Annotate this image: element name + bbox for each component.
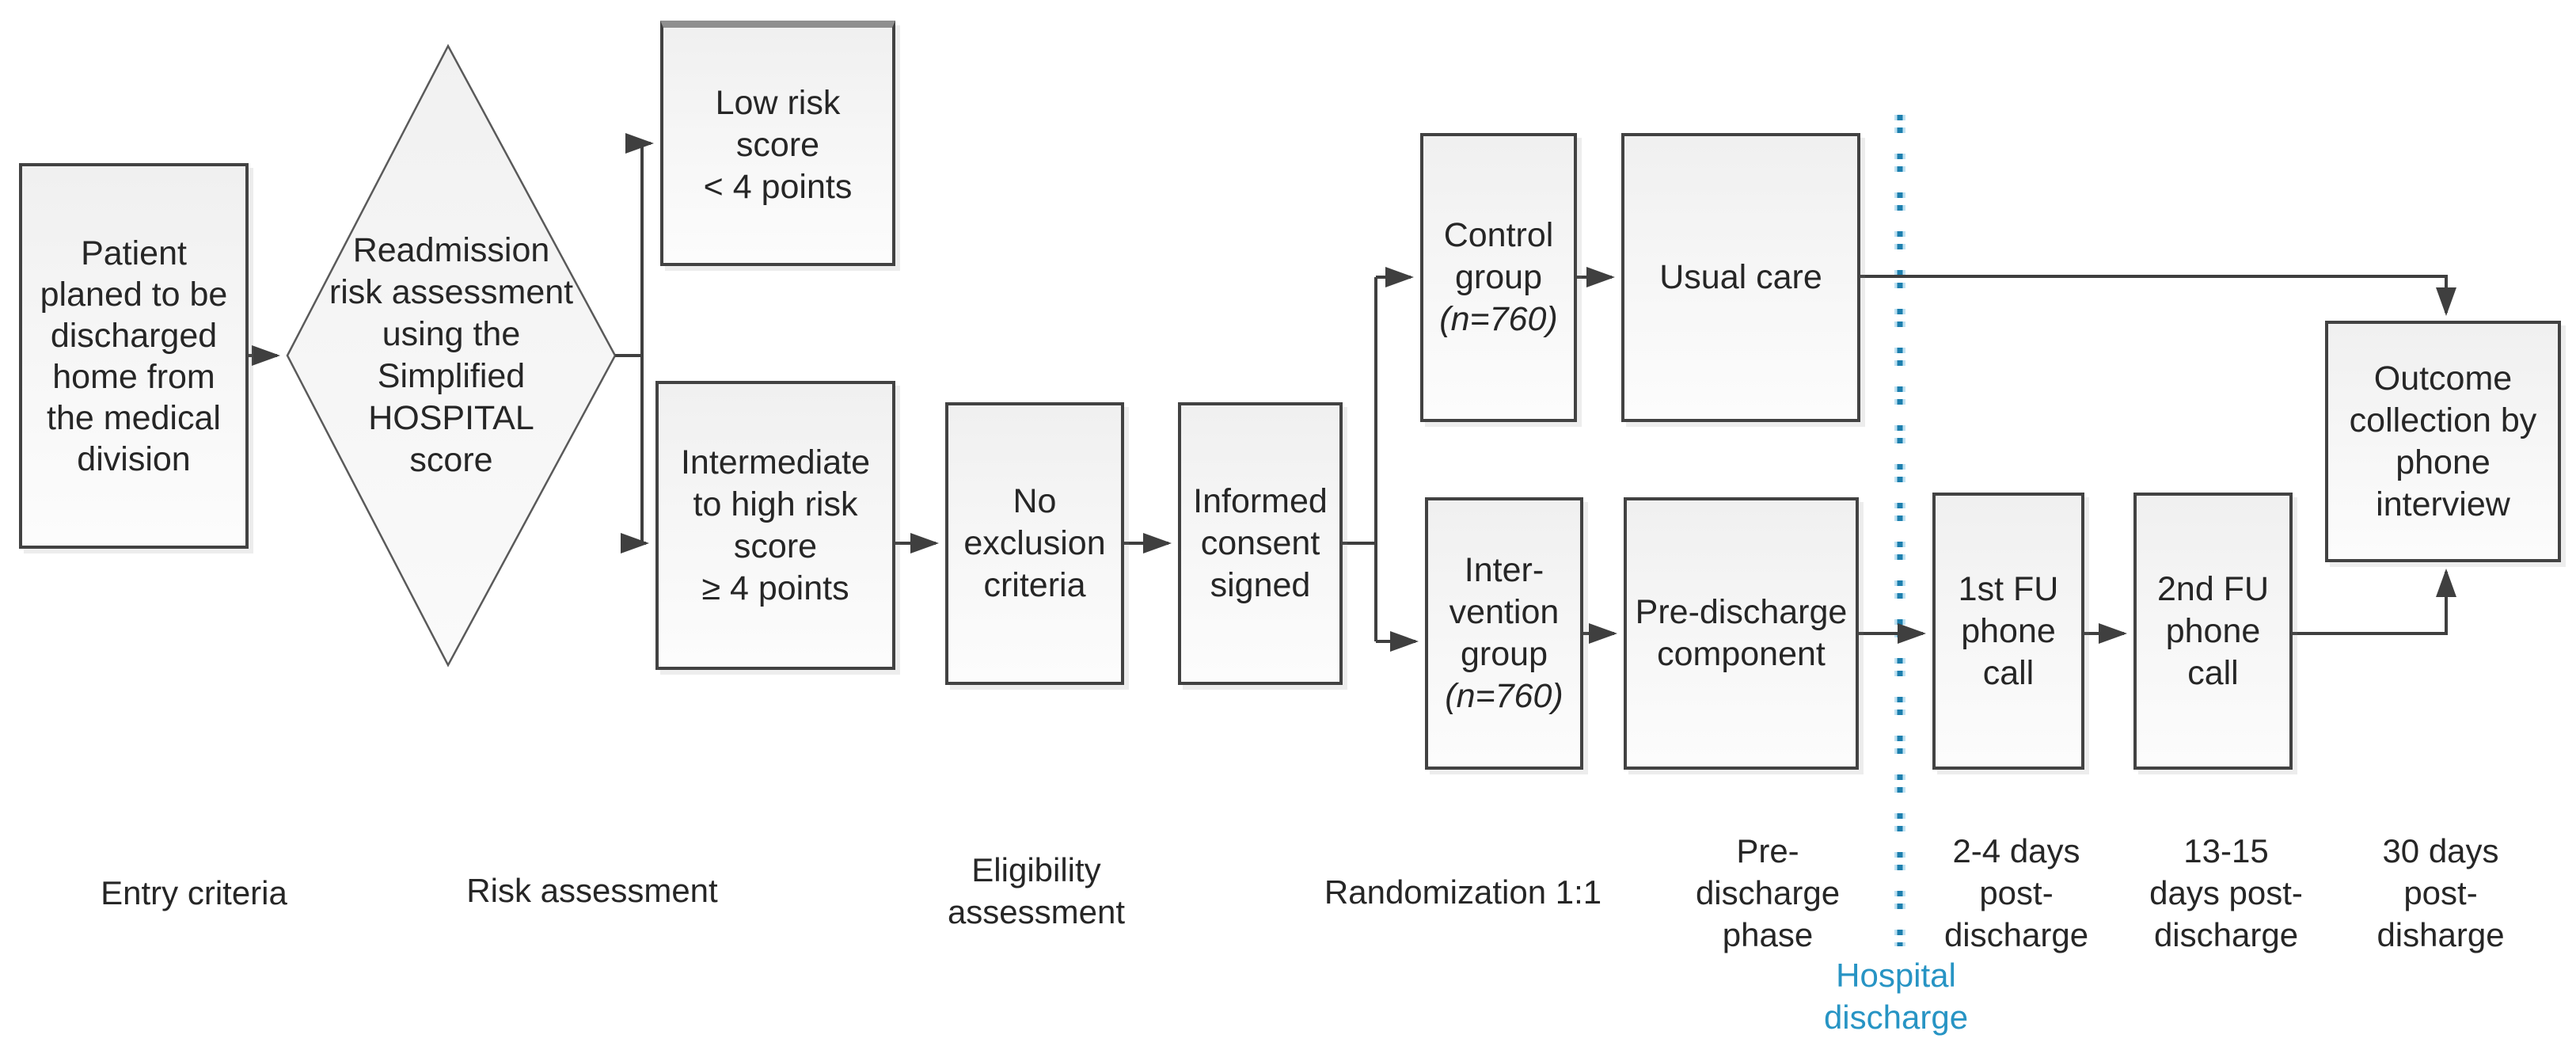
stage-label-randomization: Randomization 1:1 [1324, 873, 1602, 911]
line-diamond-branch [615, 143, 644, 543]
intervention-group-label: Inter- vention group [1449, 551, 1560, 673]
stage-label-30-days: 30 days post- disharge [2377, 832, 2505, 953]
second-fu-call-box: 2nd FU phone call [2133, 493, 2293, 770]
stage-label-eligibility-assessment: Eligibility assessment [947, 851, 1126, 930]
first-fu-call-box: 1st FU phone call [1932, 493, 2084, 770]
informed-consent-box: Informed consent signed [1178, 402, 1343, 685]
stage-label-2-4-days: 2-4 days post- discharge [1943, 832, 2089, 953]
stage-label-risk-assessment: Risk assessment [466, 872, 718, 909]
hospital-discharge-label: Hospital discharge [1823, 957, 1969, 1036]
line-consent-branch [1343, 277, 1377, 641]
stage-label-entry-criteria: Entry criteria [101, 874, 287, 911]
outcome-collection-box: Outcome collection by phone interview [2325, 321, 2561, 562]
no-exclusion-box: No exclusion criteria [945, 402, 1124, 685]
usual-care-box: Usual care [1621, 133, 1860, 422]
arrow-fu2-to-outcome [2293, 569, 2456, 635]
control-group-label: Control group [1443, 216, 1554, 296]
arrow-usualcare-to-outcome [1860, 275, 2456, 316]
intermediate-risk-box: Intermediate to high risk score ≥ 4 poin… [655, 381, 895, 670]
intervention-group-n: (n=760) [1445, 677, 1563, 715]
intervention-group-box: Inter- vention group (n=760) [1425, 497, 1583, 770]
control-group-n: (n=760) [1439, 300, 1558, 338]
pre-discharge-component-box: Pre-discharge component [1624, 497, 1859, 770]
patient-box: Patient planed to be discharged home fro… [19, 163, 249, 549]
low-risk-box: Low risk score < 4 points [660, 21, 895, 266]
risk-diamond-label: Readmission risk assessment using the Si… [329, 231, 574, 479]
stage-label-13-15-days: 13-15 days post- discharge [2149, 832, 2303, 953]
control-group-box: Control group (n=760) [1420, 133, 1577, 422]
connector-group [249, 133, 2456, 652]
stage-label-pre-discharge-phase: Pre- discharge phase [1695, 832, 1841, 953]
